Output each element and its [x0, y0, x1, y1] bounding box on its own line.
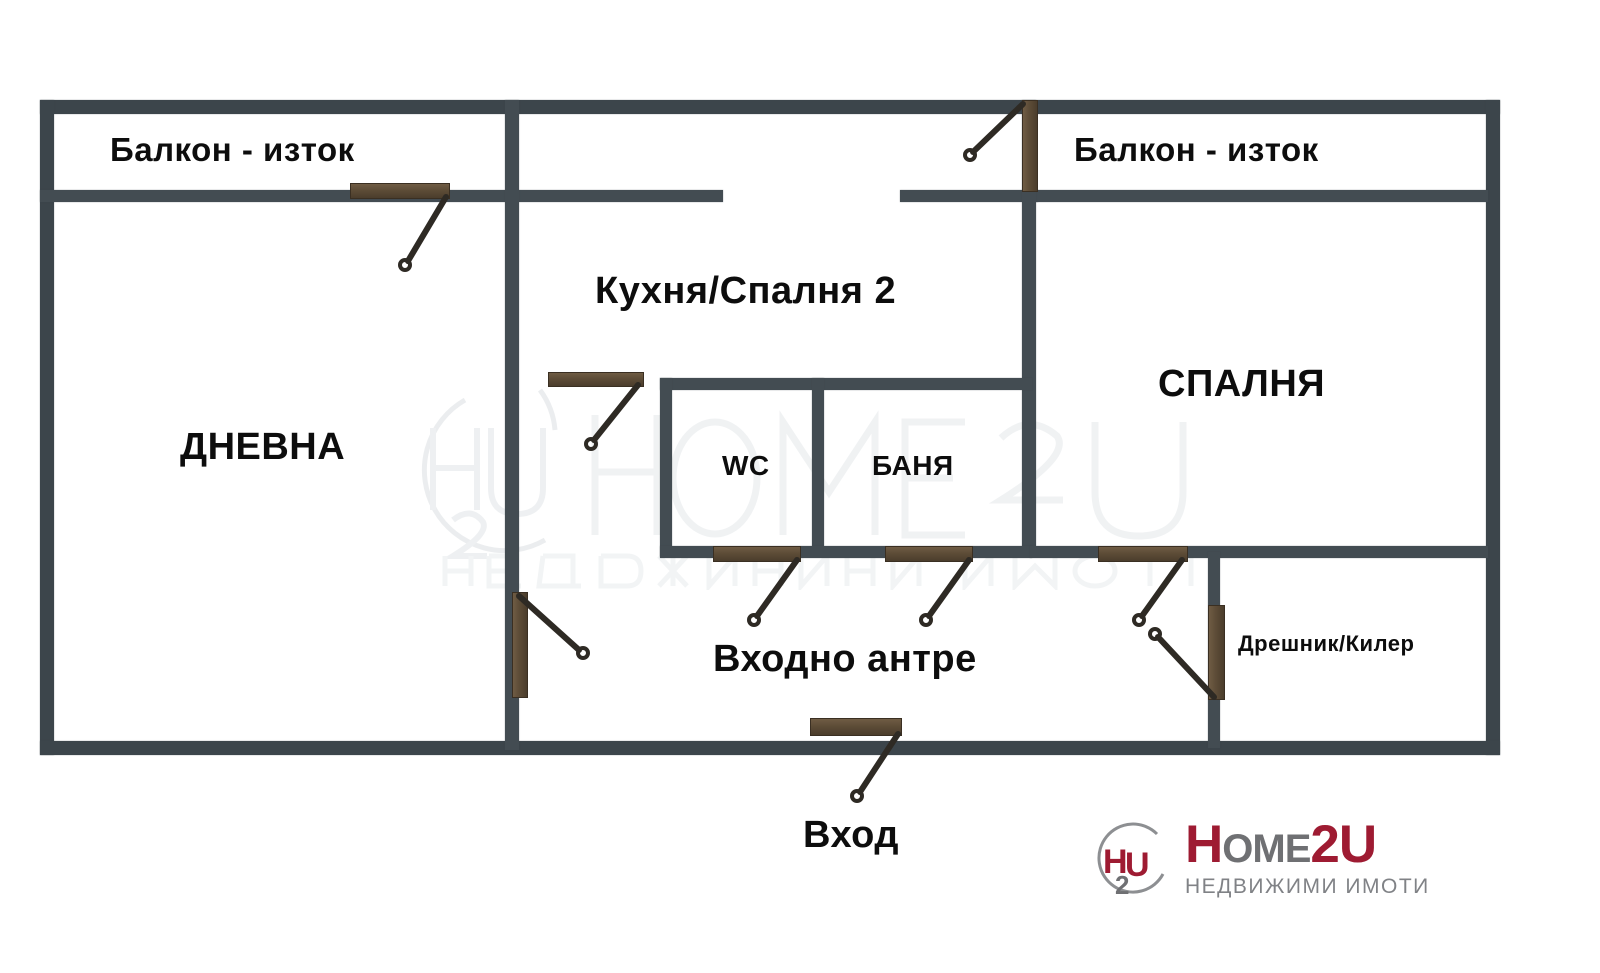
door-closet[interactable] — [1140, 605, 1230, 710]
room-label-wc: WC — [722, 450, 770, 481]
wall-kitchen-north-right — [900, 190, 1038, 202]
door-leaf — [1098, 546, 1188, 562]
room-label-bathroom: БАНЯ — [872, 450, 954, 481]
brand-letter-h: H — [1185, 815, 1223, 874]
brand-wordmark: HOME2U НЕДВИЖИМИ ИМОТИ — [1185, 818, 1430, 899]
door-leaf — [1208, 605, 1225, 700]
wall-living-east — [505, 100, 519, 750]
door-leaf — [713, 546, 801, 562]
door-leaf — [885, 546, 973, 562]
brand-letters-2u: 2U — [1310, 815, 1377, 874]
door-swing-arc — [747, 557, 800, 627]
wall-exterior-left — [40, 100, 54, 755]
wall-exterior-right — [1486, 100, 1500, 755]
room-label-closet: Дрешник/Килер — [1238, 631, 1415, 656]
door-leaf — [350, 183, 450, 199]
wall-wc-bathroom-divider — [812, 378, 824, 556]
wall-balcony-east-divider — [1036, 190, 1488, 202]
svg-text:H: H — [1103, 843, 1128, 881]
door-living-hall[interactable] — [505, 592, 600, 707]
brand-logo: H U 2 HOME2U НЕДВИЖИМИ ИМОТИ — [1085, 800, 1465, 920]
room-label-balcony-west: Балкон - изток — [110, 131, 355, 168]
svg-text:U: U — [1125, 846, 1150, 884]
door-balcony-west[interactable] — [350, 183, 460, 283]
door-swing-arc — [850, 731, 901, 803]
door-leaf — [548, 372, 644, 387]
wall-exterior-bottom — [40, 741, 1500, 755]
door-leaf — [810, 718, 902, 736]
door-wc[interactable] — [713, 546, 813, 636]
svg-text:2: 2 — [1115, 870, 1129, 900]
door-swing-arc — [963, 101, 1026, 162]
brand-letters-ome: OME — [1222, 827, 1311, 871]
room-label-kitchen: Кухня/Спалня 2 — [595, 270, 897, 312]
wall-kitchen-north-left — [515, 190, 723, 202]
door-living-kitchen[interactable] — [548, 372, 658, 457]
door-swing-arc — [1132, 557, 1185, 627]
door-swing-arc — [584, 382, 641, 451]
wall-wetrooms-north — [660, 378, 1032, 390]
room-label-living-room: ДНЕВНА — [180, 426, 346, 468]
wall-kitchen-east — [1022, 100, 1036, 555]
wall-exterior-top — [40, 100, 1500, 114]
door-swing-arc — [398, 194, 449, 272]
door-entrance[interactable] — [810, 718, 915, 813]
wall-wc-west — [660, 378, 672, 556]
brand-mark-h2u-icon: H U 2 — [1085, 818, 1177, 910]
label-entrance: Вход — [803, 814, 899, 856]
room-label-balcony-east: Балкон - изток — [1074, 131, 1319, 168]
door-bedroom[interactable] — [1098, 546, 1198, 636]
door-leaf — [512, 592, 528, 698]
door-swing-arc — [919, 557, 972, 627]
door-leaf — [1022, 100, 1038, 192]
door-swing-arc — [1148, 627, 1217, 700]
door-swing-arc — [516, 593, 590, 660]
room-label-bedroom: СПАЛНЯ — [1158, 363, 1326, 405]
door-bathroom[interactable] — [885, 546, 985, 636]
room-label-hallway: Входно антре — [713, 638, 977, 680]
brand-tagline: НЕДВИЖИМИ ИМОТИ — [1185, 875, 1430, 898]
door-balcony-east[interactable] — [955, 100, 1040, 195]
